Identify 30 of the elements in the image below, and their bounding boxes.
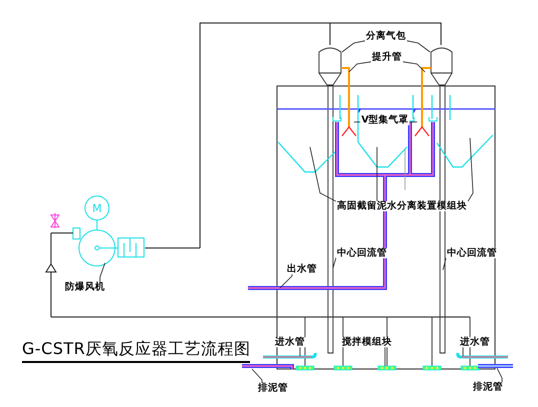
part-label: 中心回流管 — [446, 248, 498, 258]
part-label: 提升管 — [371, 52, 403, 62]
leader-line — [442, 257, 446, 270]
leader-line — [384, 346, 386, 366]
leader-line — [100, 262, 106, 283]
part-label: 分离气包 — [365, 31, 407, 41]
part-label: 进水管 — [274, 337, 306, 347]
part-label: 搅拌模组块 — [341, 337, 393, 347]
leader-line — [468, 138, 474, 202]
leader-line — [376, 146, 378, 202]
leader-line — [348, 61, 372, 72]
part-label: 排泥管 — [257, 383, 289, 393]
leader-line — [402, 61, 426, 72]
leader-line — [252, 368, 262, 384]
part-label: 进水管 — [459, 337, 491, 347]
leader-line — [310, 146, 336, 202]
leader-line — [280, 273, 292, 288]
part-label: V型集气罩 — [360, 115, 410, 125]
title: G-CSTR厌氧反应器工艺流程图 — [22, 340, 250, 363]
motor-label: M — [92, 202, 102, 215]
part-label: 排泥管 — [472, 382, 504, 392]
part-label: 中心回流管 — [336, 248, 388, 258]
leader-line — [332, 257, 336, 268]
part-label: 高固截留泥水分离装置模组块 — [336, 201, 468, 211]
leader-line — [462, 346, 464, 356]
leader-line — [496, 368, 502, 383]
part-label: 防爆风机 — [64, 282, 106, 292]
leader-line — [342, 40, 366, 52]
part-label: 出水管 — [286, 264, 318, 274]
leader-line — [406, 40, 430, 52]
